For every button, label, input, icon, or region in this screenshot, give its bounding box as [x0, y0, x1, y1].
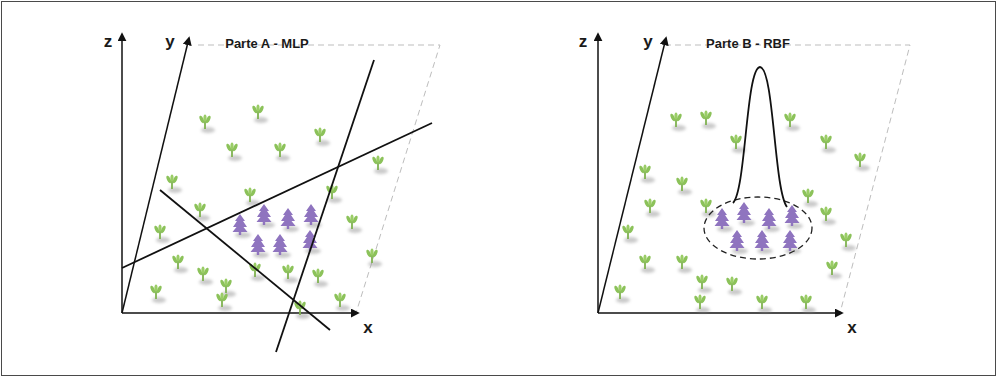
sprout-icon [675, 254, 692, 273]
sprout-icon [839, 232, 856, 251]
sprout-icon [853, 152, 870, 171]
sprout-icon [293, 300, 310, 319]
sprout-icon [783, 112, 800, 131]
sprout-icon [153, 224, 170, 243]
tree-icon [737, 202, 756, 226]
sprout-icon [281, 264, 298, 283]
axis-label: z [579, 33, 588, 52]
sprout-icon [699, 198, 716, 217]
sprout-icon [801, 188, 818, 207]
hyperplane [160, 190, 330, 330]
z-axis [597, 34, 599, 313]
sprout-icon [225, 142, 242, 161]
tree-icon [715, 208, 734, 232]
plane-outline [665, 45, 910, 313]
z-axis [121, 34, 123, 313]
sprout-icon [365, 248, 382, 267]
panel-a [122, 34, 440, 352]
sprout-icon [345, 214, 362, 233]
sprout-icon [333, 292, 350, 311]
tree-icon [273, 234, 292, 258]
sprout-icon [251, 104, 268, 123]
sprout-icon [243, 187, 260, 206]
tree-icon [785, 205, 804, 229]
sprout-icon [693, 294, 710, 313]
sprout-icon [193, 202, 210, 221]
sprout-icon [669, 112, 686, 131]
hyperplane [276, 60, 374, 352]
tree-icon [762, 208, 781, 232]
sprout-icon [725, 276, 742, 295]
axis-label: x [363, 319, 372, 338]
sprout-icon [675, 176, 692, 195]
sprout-icon [273, 142, 290, 161]
sprout-icon [149, 284, 166, 303]
sprout-icon [621, 224, 638, 243]
sprout-icon [643, 198, 660, 217]
sprout-icon [171, 254, 188, 273]
tree-icon [257, 204, 276, 228]
y-axis [122, 38, 189, 313]
sprout-icon [165, 174, 182, 193]
axis-label: y [165, 33, 174, 52]
sprout-icon [613, 284, 630, 303]
axis-label: z [104, 33, 113, 52]
axis-label: x [847, 319, 856, 338]
rbf-region [704, 197, 812, 259]
sprout-icon [325, 184, 342, 203]
sprout-icon [215, 292, 232, 311]
tree-icon [755, 230, 774, 254]
sprout-icon [638, 164, 655, 183]
tree-icon [233, 214, 252, 238]
tree-icon [783, 230, 802, 254]
panel-b [598, 34, 910, 313]
tree-icon [730, 230, 749, 254]
sprout-icon [311, 268, 328, 287]
panel-title: Parte B - RBF [706, 37, 790, 51]
axis-label: y [643, 33, 652, 52]
sprout-icon [371, 155, 388, 174]
tree-icon [303, 230, 322, 254]
sprout-icon [699, 110, 716, 129]
tree-icon [251, 234, 270, 258]
sprout-icon [313, 127, 330, 146]
gaussian-curve [733, 67, 787, 207]
y-axis [598, 38, 666, 313]
sprout-icon [799, 294, 816, 313]
sprout-icon [695, 274, 712, 293]
sprout-icon [825, 260, 842, 279]
sprout-icon [819, 206, 836, 225]
hyperplane [122, 123, 432, 268]
tree-icon [281, 208, 300, 232]
sprout-icon [638, 254, 655, 273]
sprout-icon [819, 134, 836, 153]
sprout-icon [755, 294, 772, 313]
panel-title: Parte A - MLP [225, 37, 309, 51]
sprout-icon [196, 266, 213, 285]
x-axis [122, 312, 358, 314]
plane-outline [198, 45, 440, 313]
sprout-icon [198, 114, 215, 133]
